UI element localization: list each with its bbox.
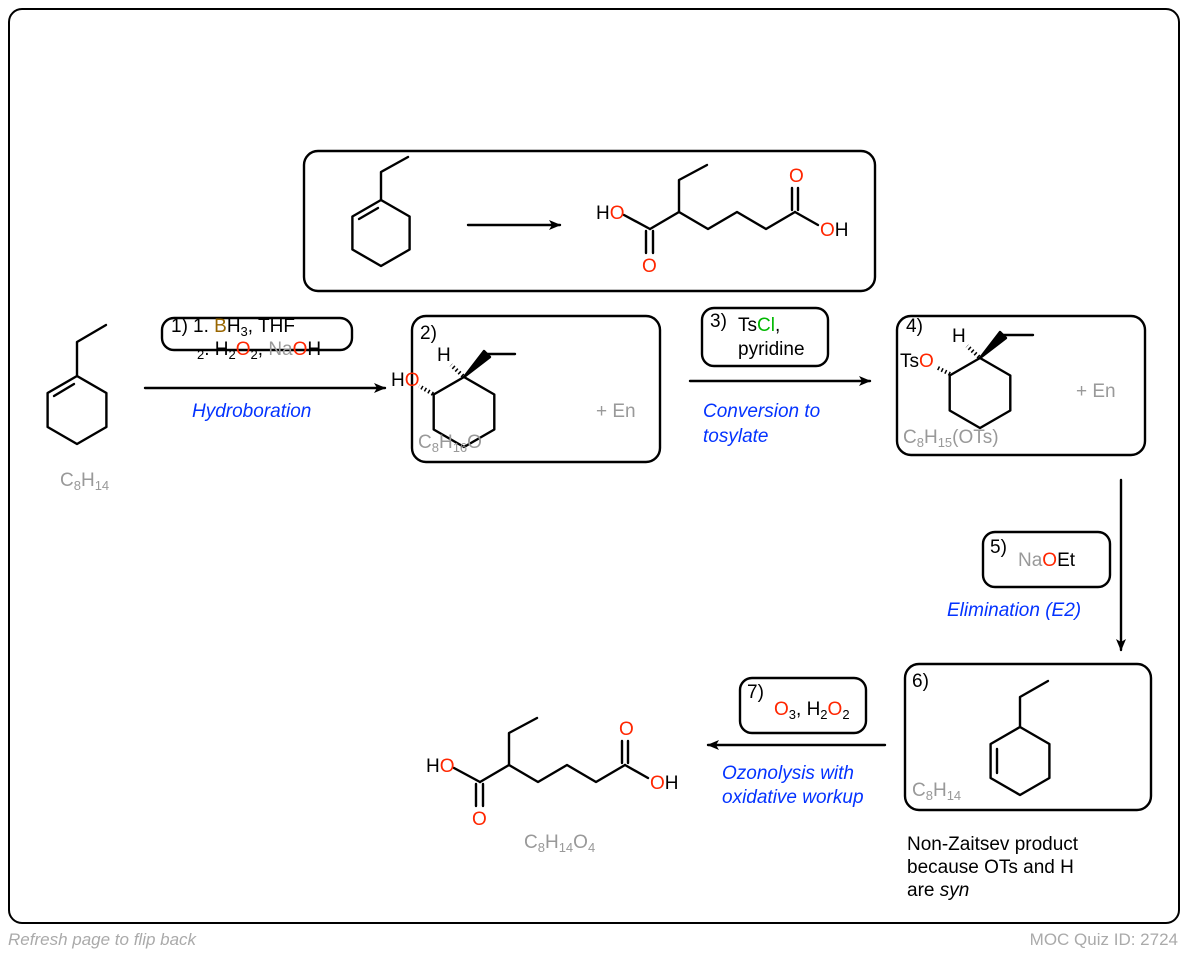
- atom-o: O: [789, 166, 804, 187]
- atom-oh: OH: [820, 220, 849, 241]
- step1-number: 1): [171, 316, 188, 337]
- cmpd4-formula: C8H15(OTs): [903, 427, 999, 450]
- compound-box-2: [410, 314, 662, 464]
- atom-ho: HO: [596, 203, 625, 224]
- atom-ho: HO: [391, 370, 420, 391]
- step7-number: 7): [747, 682, 764, 703]
- ethylcyclohexene-start: [46, 323, 108, 446]
- alcohol-structure: H HO: [391, 345, 517, 449]
- tosylate-structure: H TsO: [900, 326, 1035, 430]
- atom-h: H: [952, 326, 966, 347]
- diagram-frame: [8, 8, 1180, 924]
- cmpd2-plus-en: + En: [596, 401, 636, 422]
- cmpd6-number: 6): [912, 671, 929, 692]
- step3-label-line2: tosylate: [703, 426, 769, 447]
- diacid-product: HO O O OH: [426, 716, 679, 830]
- flip-back-hint: Refresh page to flip back: [8, 930, 197, 949]
- summary-box: [302, 149, 877, 293]
- step7-label-line2: oxidative workup: [722, 787, 864, 808]
- ethylcyclohexene-3-structure: [989, 679, 1051, 797]
- quiz-id: MOC Quiz ID: 2724: [1029, 930, 1178, 949]
- step3-reagent-line2: pyridine: [738, 339, 805, 360]
- note-line1: Non-Zaitsev product: [907, 834, 1079, 855]
- step1-label: Hydroboration: [192, 401, 312, 422]
- reagent-box-7: [738, 676, 868, 735]
- cmpd2-formula: C8H16O: [418, 432, 482, 455]
- step3-reagent-line1: TsCl,: [738, 315, 781, 336]
- compound-box-4: [895, 314, 1147, 457]
- ethylcyclohexene-summary: [351, 155, 411, 268]
- step7-reagent: O3, H2O2: [774, 699, 850, 722]
- cmpd4-number: 4): [906, 316, 923, 337]
- step5-label: Elimination (E2): [947, 600, 1082, 621]
- step3-number: 3): [710, 311, 727, 332]
- atom-ho: HO: [426, 756, 455, 777]
- step3-label-line1: Conversion to: [703, 401, 821, 422]
- diacid-summary: HO O O OH: [596, 163, 849, 277]
- note-line3: are syn: [907, 880, 970, 901]
- product-formula: C8H14O4: [524, 832, 596, 855]
- cmpd4-plus-en: + En: [1076, 381, 1116, 402]
- step1-reagent-line1: 1. BH3, THF: [193, 316, 295, 339]
- atom-tso: TsO: [900, 351, 934, 372]
- atom-o: O: [642, 256, 657, 277]
- step1-reagent-line2: 2. H2O2, NaOH: [197, 339, 322, 362]
- cmpd6-formula: C8H14: [912, 780, 962, 803]
- compound-box-6: [903, 662, 1153, 812]
- reagent-box-3: [700, 306, 830, 368]
- atom-oh: OH: [650, 773, 679, 794]
- reagent-box-5: [981, 530, 1112, 589]
- step5-reagent: NaOEt: [1018, 550, 1076, 571]
- reagent-box-1: [160, 316, 354, 352]
- start-formula: C8H14: [60, 470, 110, 493]
- note-line2: because OTs and H: [907, 857, 1074, 878]
- atom-o: O: [619, 719, 634, 740]
- atom-h: H: [437, 345, 451, 366]
- cmpd2-number: 2): [420, 323, 437, 344]
- step7-label-line1: Ozonolysis with: [722, 763, 854, 784]
- atom-o: O: [472, 809, 487, 830]
- step5-number: 5): [990, 537, 1007, 558]
